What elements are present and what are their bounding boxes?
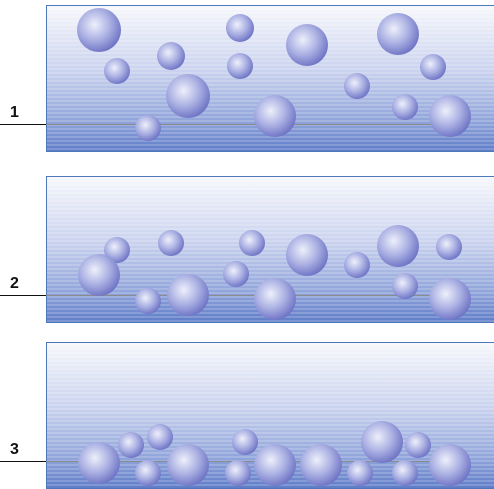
- bubble: [429, 278, 471, 320]
- bubble: [429, 95, 471, 137]
- bubble: [344, 73, 370, 99]
- bubble: [78, 254, 120, 296]
- bubble: [254, 444, 296, 486]
- bubble: [118, 432, 144, 458]
- bubble: [166, 74, 210, 118]
- bubble: [436, 234, 462, 260]
- bubble: [227, 53, 253, 79]
- bubble: [286, 24, 328, 66]
- panel-2: 2: [0, 176, 494, 323]
- bubble: [300, 444, 342, 486]
- bubble: [77, 8, 121, 52]
- bubble: [135, 115, 161, 141]
- bubble: [167, 444, 209, 486]
- panel-3: 3: [0, 342, 494, 489]
- bubble: [135, 288, 161, 314]
- panel-2-bubbles: [78, 225, 471, 320]
- bubble: [405, 432, 431, 458]
- panel-1-label: 1: [10, 104, 19, 121]
- bubble: [232, 429, 258, 455]
- bubble: [392, 273, 418, 299]
- bubble: [158, 230, 184, 256]
- bubble: [223, 261, 249, 287]
- bubble: [225, 460, 251, 486]
- bubble: [429, 444, 471, 486]
- bubble: [135, 460, 161, 486]
- panel-1-bubbles: [77, 8, 471, 141]
- bubble: [254, 95, 296, 137]
- bubble: [377, 13, 419, 55]
- panel-2-label: 2: [10, 275, 19, 292]
- panel-1: 1: [0, 5, 494, 152]
- bubble: [104, 237, 130, 263]
- bubble: [226, 14, 254, 42]
- bubble: [344, 252, 370, 278]
- panel-3-label: 3: [10, 441, 19, 458]
- bubble: [239, 230, 265, 256]
- bubble: [392, 94, 418, 120]
- bubble: [254, 278, 296, 320]
- bubble: [361, 421, 403, 463]
- bubble: [104, 58, 130, 84]
- bubble: [377, 225, 419, 267]
- bubble: [392, 460, 418, 486]
- bubble: [286, 234, 328, 276]
- bubble: [167, 274, 209, 316]
- bubble: [347, 460, 373, 486]
- bubble: [78, 442, 120, 484]
- bubble: [157, 42, 185, 70]
- bubble: [420, 54, 446, 80]
- bubble: [147, 424, 173, 450]
- panel-3-bubbles: [78, 421, 471, 486]
